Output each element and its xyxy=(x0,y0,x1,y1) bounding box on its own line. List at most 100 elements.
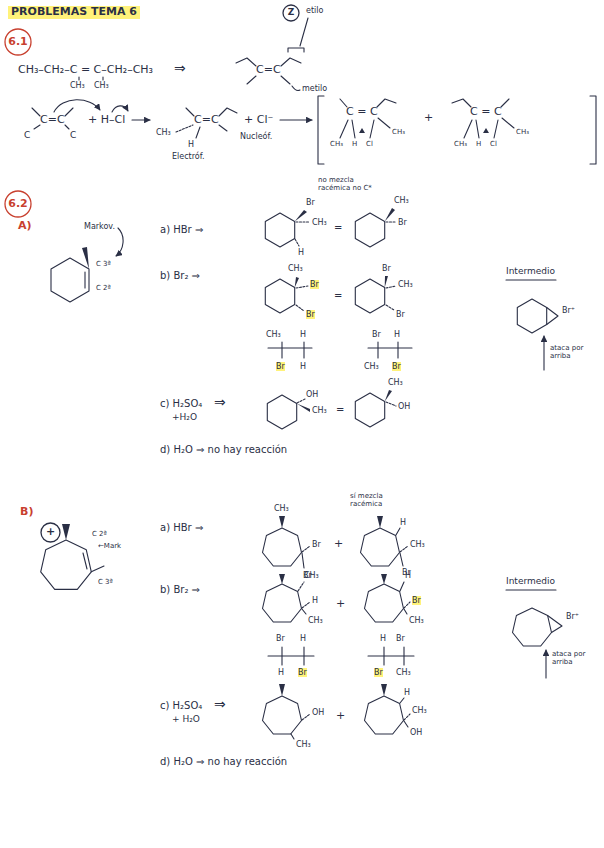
handwritten-label: C 2ª xyxy=(96,284,111,292)
reaction-arrow xyxy=(132,119,150,120)
mechanism-bonds xyxy=(32,108,237,138)
curved-arrow xyxy=(54,100,100,112)
handwritten-label: Nucleóf. xyxy=(240,132,272,141)
handwritten-label: CH₃ xyxy=(398,280,413,289)
hashed-bonds xyxy=(298,546,410,720)
handwritten-label: CH₃ xyxy=(94,81,109,90)
ring xyxy=(361,528,400,566)
handwritten-label: d) H₂O ⇒ no hay reacción xyxy=(160,756,287,768)
handwritten-label: a) HBr ⇒ xyxy=(160,522,203,534)
handwritten-label: +H₂O xyxy=(172,412,197,422)
ring xyxy=(517,299,546,333)
wedge-bond xyxy=(279,516,285,528)
handwritten-label: a) HBr ⇒ xyxy=(160,224,203,236)
handwritten-label: OH xyxy=(306,390,318,399)
projection-crosses xyxy=(268,342,412,358)
handwritten-label: Cl xyxy=(490,140,497,148)
handwritten-label: sí mezcla racémica xyxy=(350,492,410,508)
handwritten-label: + H–Cl xyxy=(88,114,125,127)
wedge-bond xyxy=(385,276,388,288)
circled-text: 6.1 xyxy=(8,36,28,48)
handwritten-label: Br xyxy=(306,198,315,207)
handwritten-label: CH₃ xyxy=(364,362,379,371)
handwritten-label: CH₃ xyxy=(394,196,409,205)
ring xyxy=(263,584,302,622)
handwritten-label: CH₃ xyxy=(312,406,327,415)
handwritten-label: C = C xyxy=(346,106,378,119)
ring xyxy=(263,528,302,566)
handwritten-label: H xyxy=(400,518,406,527)
handwritten-label: + Cl⁻ xyxy=(244,114,273,127)
handwritten-label: CH₃ xyxy=(308,616,323,625)
delta-mark xyxy=(483,128,489,133)
wedge-bond xyxy=(381,684,387,696)
handwritten-label: ⇒ xyxy=(174,60,186,76)
handwritten-label: d) H₂O ⇒ no hay reacción xyxy=(160,444,287,456)
circled-text: Z xyxy=(288,8,295,18)
handwritten-label: CH₃ xyxy=(156,128,171,137)
problem-6-2A xyxy=(51,213,558,429)
product-bracket xyxy=(318,96,596,164)
handwritten-label: + xyxy=(336,710,345,723)
handwritten-label: B) xyxy=(20,506,33,519)
handwritten-label: no mezcla racémica no C* xyxy=(318,176,380,192)
handwritten-label: Br xyxy=(396,310,405,319)
handwritten-label: Br xyxy=(298,668,307,677)
page-title: PROBLEMAS TEMA 6 xyxy=(8,6,140,19)
handwritten-label: C = C xyxy=(470,106,502,119)
circled-number: Z xyxy=(282,4,300,22)
double-bond xyxy=(83,553,104,572)
handwritten-label: Br xyxy=(398,218,407,227)
handwritten-label: Br⁺ xyxy=(566,612,579,621)
ring xyxy=(265,279,294,313)
handwritten-label: OH xyxy=(398,402,410,411)
handwritten-label: + xyxy=(424,112,433,125)
handwritten-label: H xyxy=(188,140,194,149)
handwritten-label: H xyxy=(300,634,306,643)
handwritten-label: H xyxy=(404,688,410,697)
handwritten-label: H xyxy=(278,668,284,677)
wedge-bond xyxy=(279,684,285,696)
handwritten-label: Electróf. xyxy=(172,152,205,161)
handwritten-label: Br xyxy=(396,634,405,643)
handwritten-label: + xyxy=(334,538,343,551)
handwritten-label: H xyxy=(312,596,318,605)
projection-crosses xyxy=(268,647,414,665)
cyclohexene-ring xyxy=(51,258,89,302)
handwritten-label: Br xyxy=(392,362,401,371)
wedge-bond xyxy=(295,210,307,222)
handwritten-label: C=C xyxy=(256,64,281,77)
wedge-bond xyxy=(82,247,89,269)
handwritten-label: H xyxy=(352,140,357,148)
problem-6-2B xyxy=(41,528,562,739)
handwritten-label: CH₃ xyxy=(388,378,403,387)
ring xyxy=(263,696,302,734)
circled-number: 6.1 xyxy=(4,28,32,56)
handwritten-label: C=C xyxy=(40,114,65,127)
delta-mark xyxy=(359,128,365,133)
handwritten-label: CH₃ xyxy=(412,706,427,715)
handwritten-label: Br xyxy=(372,330,381,339)
wedge-bond xyxy=(297,404,310,413)
hashed-bonds xyxy=(295,222,396,406)
handwritten-label: Br xyxy=(412,596,421,605)
wedge-bond xyxy=(381,574,387,584)
handwritten-label: C 3ª xyxy=(98,578,113,586)
double-bond xyxy=(84,272,85,288)
handwritten-label: CH₃ xyxy=(410,540,425,549)
wedges-A xyxy=(82,208,395,412)
wedge-bond xyxy=(385,390,392,402)
circle-shape xyxy=(5,29,31,55)
wedge-bond xyxy=(62,524,70,540)
handwritten-label: Markov. xyxy=(84,222,115,231)
handwritten-label: C=C xyxy=(194,114,219,127)
handwritten-label: ataca por arriba xyxy=(550,344,586,360)
reaction-arrow xyxy=(280,119,312,120)
handwritten-label: c) H₂SO₄ xyxy=(160,398,202,410)
handwritten-label: ⇒ xyxy=(214,394,226,410)
handwritten-label: CH₃ xyxy=(288,264,303,273)
handwritten-label: = xyxy=(334,222,342,234)
handwritten-label: CH₃ xyxy=(274,504,289,513)
wedge-bond xyxy=(279,574,285,584)
attack-arrow xyxy=(545,650,546,678)
